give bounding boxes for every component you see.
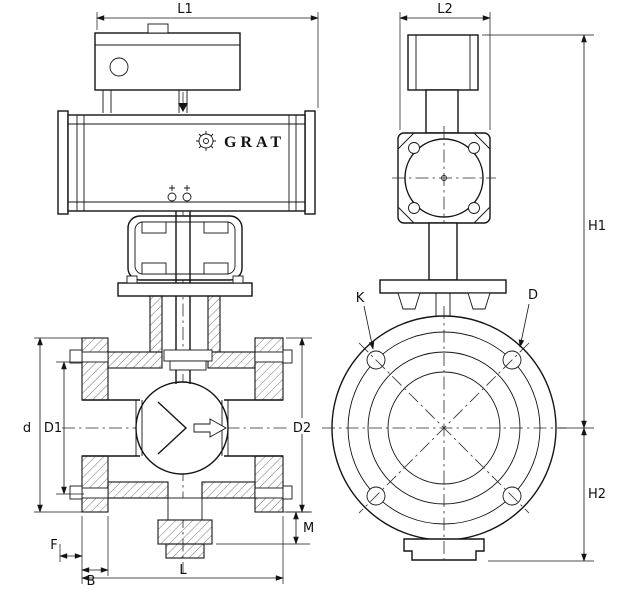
positioner-box xyxy=(94,23,241,91)
dim-label-k: K xyxy=(356,291,365,306)
dim-label-l1: L1 xyxy=(177,2,193,17)
actuator-cylinder: GRAT xyxy=(57,110,316,215)
dim-label-l2: L2 xyxy=(437,2,453,17)
front-view-centerlines xyxy=(322,306,566,562)
dim-label-d-small: d xyxy=(23,421,31,436)
grat-logo-icon xyxy=(196,131,216,151)
flange-bolts xyxy=(69,349,293,500)
dim-label-m: M xyxy=(303,521,314,536)
dimension-h1: H1 xyxy=(482,34,606,429)
dimension-f: F xyxy=(50,516,83,584)
bottom-drain-boss xyxy=(157,497,213,559)
valve-mounting-plate xyxy=(117,275,253,297)
side-view: GRAT xyxy=(23,2,319,589)
dimension-d1: D1 xyxy=(44,361,84,495)
dim-label-d1: D1 xyxy=(44,421,62,436)
dimension-d-small: d xyxy=(23,337,84,513)
dim-label-l: L xyxy=(179,563,187,578)
label-d-big: D xyxy=(518,288,538,348)
dim-label-d2: D2 xyxy=(293,421,311,436)
actuator-end-box xyxy=(407,34,479,134)
dimension-m: M xyxy=(216,511,314,545)
dim-label-h2: H2 xyxy=(588,487,606,502)
dimension-b: B xyxy=(81,516,109,589)
valve-neck-column xyxy=(379,222,507,317)
dim-label-f: F xyxy=(50,538,57,553)
valve-body-section xyxy=(69,295,293,559)
valve-flange-face xyxy=(322,306,566,562)
front-view: K D L2 H1 H2 xyxy=(322,2,606,562)
dimension-l: L xyxy=(81,516,284,584)
dimension-h2: H2 xyxy=(488,427,606,562)
positioner-bracket xyxy=(102,90,188,113)
label-k: K xyxy=(356,291,375,350)
dimension-l1: L1 xyxy=(96,2,319,108)
yoke-bracket xyxy=(127,211,243,283)
dim-label-d-big: D xyxy=(528,288,538,303)
flow-arrow-icon xyxy=(193,418,227,438)
brand-text: GRAT xyxy=(224,134,285,151)
dimension-l2: L2 xyxy=(399,2,491,130)
dim-label-b: B xyxy=(87,574,96,589)
actuator-square-flange xyxy=(392,126,496,230)
actuator-air-ports xyxy=(167,185,192,202)
dim-label-h1: H1 xyxy=(588,219,606,234)
valve-stem xyxy=(163,296,213,384)
